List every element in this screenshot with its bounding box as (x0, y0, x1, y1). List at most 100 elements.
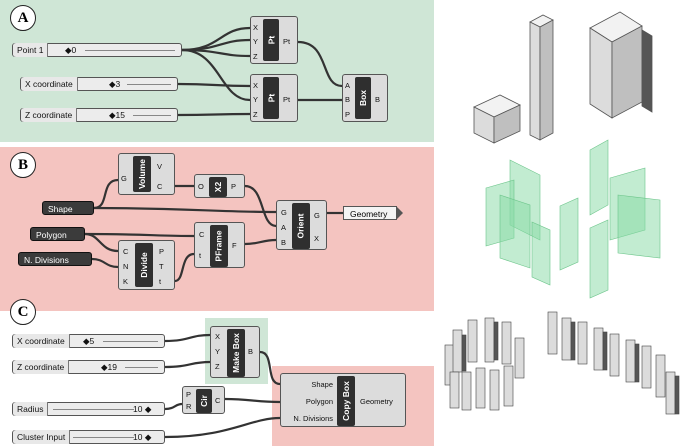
input-a[interactable]: A (345, 81, 351, 90)
shape-param[interactable]: Shape (42, 201, 94, 215)
ndivisions-param[interactable]: N. Divisions (18, 252, 92, 266)
geometry-output[interactable]: Geometry (343, 206, 397, 220)
divide-component[interactable]: C N K Divide P T t (118, 240, 175, 290)
slider-track[interactable] (73, 437, 134, 438)
slider-track[interactable] (85, 50, 175, 51)
output-x[interactable]: X (314, 234, 320, 243)
input-y[interactable]: Y (253, 37, 259, 46)
input-y[interactable]: Y (215, 347, 221, 356)
wire (164, 402, 183, 411)
input-x[interactable]: X (253, 23, 259, 32)
output-f[interactable]: F (232, 241, 237, 250)
polygon-param[interactable]: Polygon (30, 227, 85, 241)
label-b: B (10, 152, 36, 178)
c-zcoord-slider[interactable]: Z coordinate ◆19 (12, 360, 165, 374)
component-core: X2 (209, 177, 227, 197)
output-c[interactable]: C (157, 182, 163, 191)
slider-value: ◆5 (83, 336, 95, 346)
input-b[interactable]: B (345, 95, 351, 104)
input-shape[interactable]: Shape (311, 380, 333, 389)
wire (164, 333, 211, 343)
wire (164, 360, 211, 369)
radius-slider[interactable]: Radius 10 ◆ (12, 402, 165, 416)
input-b[interactable]: B (281, 238, 287, 247)
slider-track[interactable] (125, 367, 158, 368)
component-core: Pt (263, 19, 279, 61)
slider-name: X coordinate (13, 334, 70, 348)
output-b[interactable]: B (248, 347, 254, 356)
orient-component[interactable]: G A B Orient G X (276, 200, 327, 250)
slider-track[interactable] (53, 409, 134, 410)
output-t[interactable]: T (159, 262, 164, 271)
input-g[interactable]: G (281, 208, 287, 217)
input-c[interactable]: C (199, 230, 205, 239)
input-x[interactable]: X (253, 81, 259, 90)
component-core: Cir (196, 389, 212, 413)
box-component[interactable]: A B P Box B (342, 74, 388, 122)
slider-value: ◆15 (109, 110, 125, 120)
component-core: Divide (135, 243, 153, 287)
output-t-param[interactable]: t (159, 277, 162, 286)
pt-component-top[interactable]: X Y Z Pt Pt (250, 16, 298, 64)
point1-slider[interactable]: Point 1 ◆0 (12, 43, 182, 57)
a-xcoord-slider[interactable]: X coordinate ◆3 (20, 77, 178, 91)
component-core: Orient (292, 203, 310, 249)
slider-name: Radius (13, 402, 49, 416)
input-r[interactable]: R (186, 402, 192, 411)
slider-track[interactable] (127, 84, 171, 85)
slider-name: Z coordinate (21, 108, 78, 122)
input-z[interactable]: Z (253, 110, 258, 119)
render-b (485, 139, 661, 299)
wire (164, 416, 281, 439)
output-b[interactable]: B (375, 95, 381, 104)
slider-name: Point 1 (13, 43, 49, 57)
input-a[interactable]: A (281, 223, 287, 232)
slider-value: 10 ◆ (133, 432, 152, 442)
input-n[interactable]: N (123, 262, 129, 271)
input-ndivisions[interactable]: N. Divisions (293, 414, 333, 423)
volume-component[interactable]: G Volume V C (118, 153, 175, 195)
input-t[interactable]: t (199, 251, 202, 260)
input-y[interactable]: Y (253, 95, 259, 104)
input-o[interactable]: O (198, 182, 204, 191)
input-g[interactable]: G (121, 174, 127, 183)
input-c[interactable]: C (123, 247, 129, 256)
input-x[interactable]: X (215, 332, 221, 341)
label-a: A (10, 5, 36, 31)
x2-component[interactable]: O X2 P (194, 174, 245, 198)
input-polygon[interactable]: Polygon (305, 397, 333, 406)
slider-value: 10 ◆ (133, 404, 152, 414)
output-p[interactable]: P (231, 182, 237, 191)
output-g[interactable]: G (314, 211, 320, 220)
cir-component[interactable]: P R Cir C (182, 386, 225, 414)
input-p[interactable]: P (186, 390, 192, 399)
output-p[interactable]: P (159, 247, 165, 256)
component-core: Volume (133, 156, 151, 192)
copybox-component[interactable]: Shape Polygon N. Divisions Copy Box Geom… (280, 373, 406, 427)
slider-value: ◆3 (109, 79, 121, 89)
render-a (473, 11, 653, 144)
a-zcoord-slider[interactable]: Z coordinate ◆15 (20, 108, 178, 122)
makebox-component[interactable]: X Y Z Make Box B (210, 326, 260, 378)
geometry-output-arrow (396, 206, 403, 220)
output-c[interactable]: C (215, 396, 221, 405)
slider-track[interactable] (133, 115, 171, 116)
label-c: C (10, 299, 36, 325)
slider-value: ◆19 (101, 362, 117, 372)
slider-track[interactable] (103, 341, 158, 342)
component-core: Make Box (227, 329, 245, 377)
slider-value: ◆0 (65, 45, 77, 55)
cluster-slider[interactable]: Cluster Input 10 ◆ (12, 430, 165, 444)
input-z[interactable]: Z (253, 52, 258, 61)
c-xcoord-slider[interactable]: X coordinate ◆5 (12, 334, 165, 348)
output-v[interactable]: V (157, 162, 163, 171)
render-c (444, 311, 680, 415)
input-z[interactable]: Z (215, 362, 220, 371)
output-pt[interactable]: Pt (283, 95, 291, 104)
input-p[interactable]: P (345, 110, 351, 119)
output-pt[interactable]: Pt (283, 37, 291, 46)
output-geometry[interactable]: Geometry (360, 397, 393, 406)
pframe-component[interactable]: C t PFrame F (194, 222, 245, 268)
input-k[interactable]: K (123, 277, 129, 286)
pt-component-bottom[interactable]: X Y Z Pt Pt (250, 74, 298, 122)
